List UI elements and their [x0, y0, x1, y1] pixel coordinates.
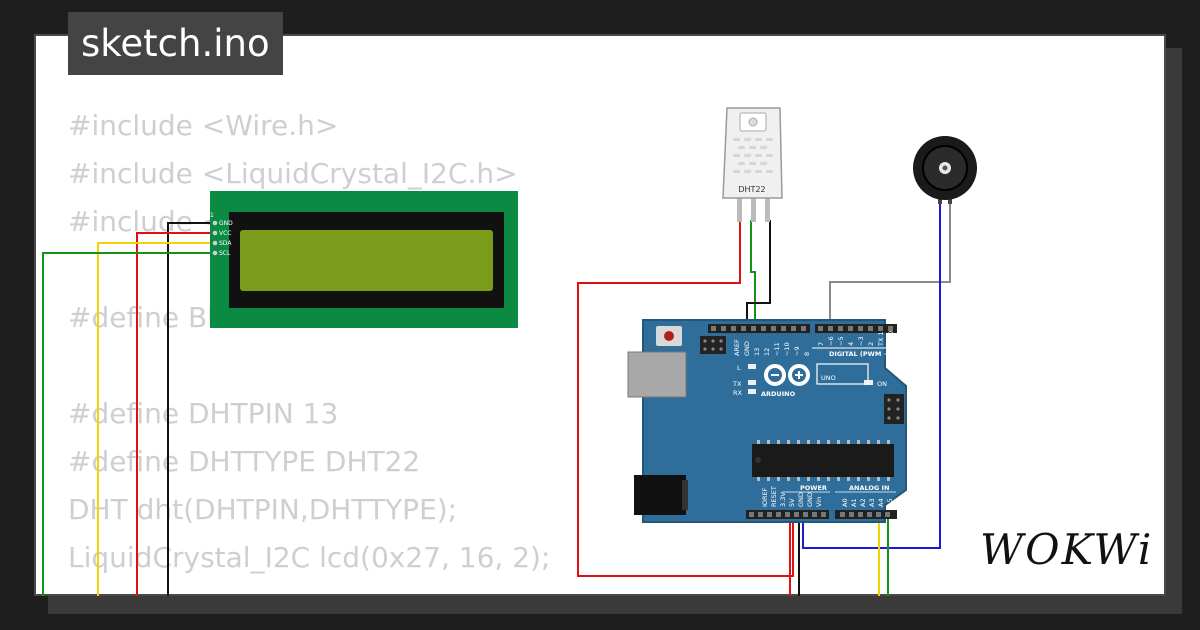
- wokwi-wordmark: WOKWi: [980, 525, 1151, 574]
- lcd-pin-scl: SCL: [219, 250, 231, 257]
- led-rx-label: RX: [733, 389, 743, 397]
- power-jack: [634, 475, 686, 515]
- lcd-wires: [42, 222, 215, 596]
- pin-label-rx: RX 0: [887, 331, 895, 346]
- wokwi-logo: WOKWi: [980, 522, 1151, 578]
- pin-label-5: ~5: [837, 336, 845, 346]
- led-l-label: L: [737, 364, 741, 372]
- analog-header: [835, 510, 897, 519]
- lcd-pin1-label: 1: [210, 212, 214, 219]
- arduino-infinity-logo: [764, 364, 810, 386]
- wire-lcd-scl[interactable]: [42, 252, 215, 596]
- wire-dht-vcc[interactable]: [577, 220, 794, 577]
- pin-label-gnd1: GND: [797, 492, 805, 507]
- pin-label-3: ~3: [857, 336, 865, 346]
- file-title: sketch.ino: [68, 12, 283, 75]
- wire-buzzer-signal[interactable]: [829, 200, 951, 325]
- pin-label-8: 8: [803, 352, 811, 356]
- wire-dht-gnd[interactable]: [746, 220, 771, 325]
- pin-label-a1: A1: [850, 498, 858, 507]
- code-line: #include <LiquidCrystal_I2C.h>: [68, 157, 518, 190]
- pin-label-gnd2: GND: [806, 492, 814, 507]
- digital-pin-holes: [711, 326, 893, 331]
- dht-label: DHT22: [738, 185, 765, 194]
- pin-label-vin: Vin: [815, 497, 823, 507]
- usb-port: [627, 351, 687, 398]
- power-label: POWER: [800, 484, 827, 492]
- digital-header-right: [815, 324, 897, 333]
- pin-label-a4: A4: [877, 498, 885, 507]
- led-on-label: ON: [877, 380, 887, 388]
- pin-label-4: 4: [847, 342, 855, 346]
- lcd-pin-gnd: GND: [219, 220, 233, 227]
- pin-label-a0: A0: [841, 498, 849, 507]
- code-line: LiquidCrystal_I2C lcd(0x27, 16, 2);: [68, 541, 551, 574]
- buzzer[interactable]: [913, 136, 977, 204]
- wire-dht-data[interactable]: [750, 220, 756, 325]
- pin-label-6: ~6: [827, 336, 835, 346]
- pin-label-9: ~9: [793, 346, 801, 356]
- digital-header-left: [708, 324, 810, 333]
- lcd-module[interactable]: 1 GND VCC SDA SCL: [210, 191, 518, 328]
- atmega-chip: [752, 444, 894, 477]
- arduino-model: UNO: [821, 374, 836, 382]
- pin-label-a3: A3: [868, 498, 876, 507]
- icsp-header: [700, 336, 726, 354]
- pin-label-aref: AREF: [733, 339, 741, 356]
- wire-lcd-vcc[interactable]: [136, 232, 215, 596]
- pin-label-10: ~10: [783, 342, 791, 356]
- arduino-uno[interactable]: AREF GND 13 12 ~11 ~10 ~9 8 7 ~6 ~5 4 ~3…: [627, 319, 907, 523]
- svg-text:WOKWi: WOKWi: [980, 525, 1150, 574]
- code-line: #include <Wire.h>: [68, 109, 339, 142]
- pin-label-reset: RESET: [770, 486, 778, 507]
- lcd-pin-vcc: VCC: [219, 230, 231, 237]
- analog-label: ANALOG IN: [849, 484, 889, 492]
- code-line: #define DHTTYPE DHT22: [68, 445, 421, 478]
- pin-label-13: 13: [753, 348, 761, 356]
- pin-label-tx: TX 1: [877, 331, 885, 347]
- pin-label-a5: A5: [886, 498, 894, 507]
- dht22-sensor[interactable]: DHT22: [722, 107, 783, 222]
- dht-vent-grid: [733, 138, 773, 173]
- pin-label-12: 12: [763, 348, 771, 356]
- wire-buzzer-gnd[interactable]: [802, 200, 941, 549]
- pin-label-gnd: GND: [743, 341, 751, 356]
- pin-label-5v: 5V: [788, 498, 796, 507]
- pin-label-7: 7: [817, 342, 825, 346]
- pin-label-11: ~11: [773, 342, 781, 356]
- digital-label: DIGITAL (PWM ~): [829, 350, 892, 358]
- lcd-pin-sda: SDA: [219, 240, 232, 247]
- code-line: #define DHTPIN 13: [68, 397, 339, 430]
- wire-lcd-sda[interactable]: [97, 242, 215, 596]
- pin-label-3v3: 3.3V: [779, 492, 787, 507]
- wire-lcd-gnd[interactable]: [167, 222, 215, 596]
- lcd-pin-headers: [212, 220, 218, 256]
- led-tx-label: TX: [732, 380, 742, 388]
- pin-label-2: 2: [867, 342, 875, 346]
- arduino-brand: ARDUINO: [761, 390, 796, 398]
- pin-label-ioref: IOREF: [761, 487, 769, 507]
- pin-label-a2: A2: [859, 498, 867, 507]
- sensor-wires: [577, 200, 951, 596]
